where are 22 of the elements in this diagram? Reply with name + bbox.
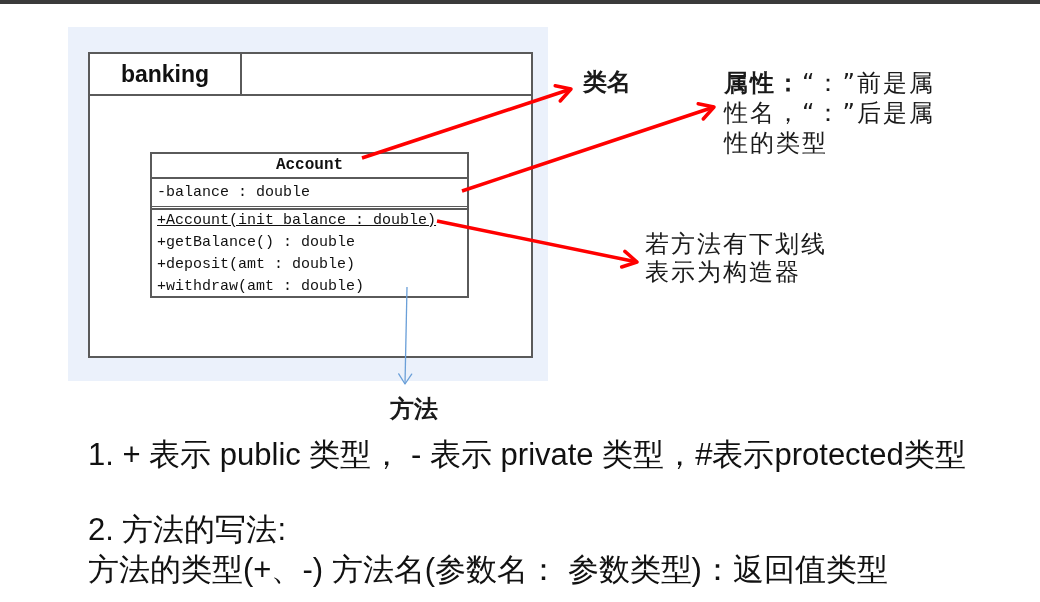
annotation-text: 属性：“：”前是属性名，“：”后是属性的类型 [724, 68, 942, 158]
note-text: 2. 方法的写法: [88, 512, 287, 548]
note-text: 方法的类型(+、-) 方法名(参数名： 参数类型)：返回值类型 [88, 552, 888, 588]
method-text: +withdraw(amt : double) [157, 277, 365, 297]
arrow [436, 219, 639, 269]
method-text: +getBalance() : double [157, 233, 356, 253]
package-name: banking [119, 60, 211, 89]
attribute-compartment [152, 177, 467, 207]
constructor-text: +Account(init_balance : double) [157, 210, 437, 232]
annotation-text: 方法 [390, 396, 438, 422]
arrow [361, 84, 573, 160]
class-box [150, 152, 469, 298]
method-text: +deposit(amt : double) [157, 255, 356, 275]
arrow [461, 102, 716, 193]
method-compartment [152, 208, 467, 296]
package-frame [88, 52, 533, 358]
note-text: 1. + 表示 public 类型， - 表示 private 类型，#表示protected类型 [88, 437, 966, 473]
class-name: Account [274, 155, 345, 176]
arrow [398, 286, 413, 385]
annotation-text: 若方法有下划线表示为构造器 [645, 230, 840, 286]
annotation-text: 类名 [583, 68, 631, 96]
attribute-text: -balance : double [157, 183, 311, 203]
